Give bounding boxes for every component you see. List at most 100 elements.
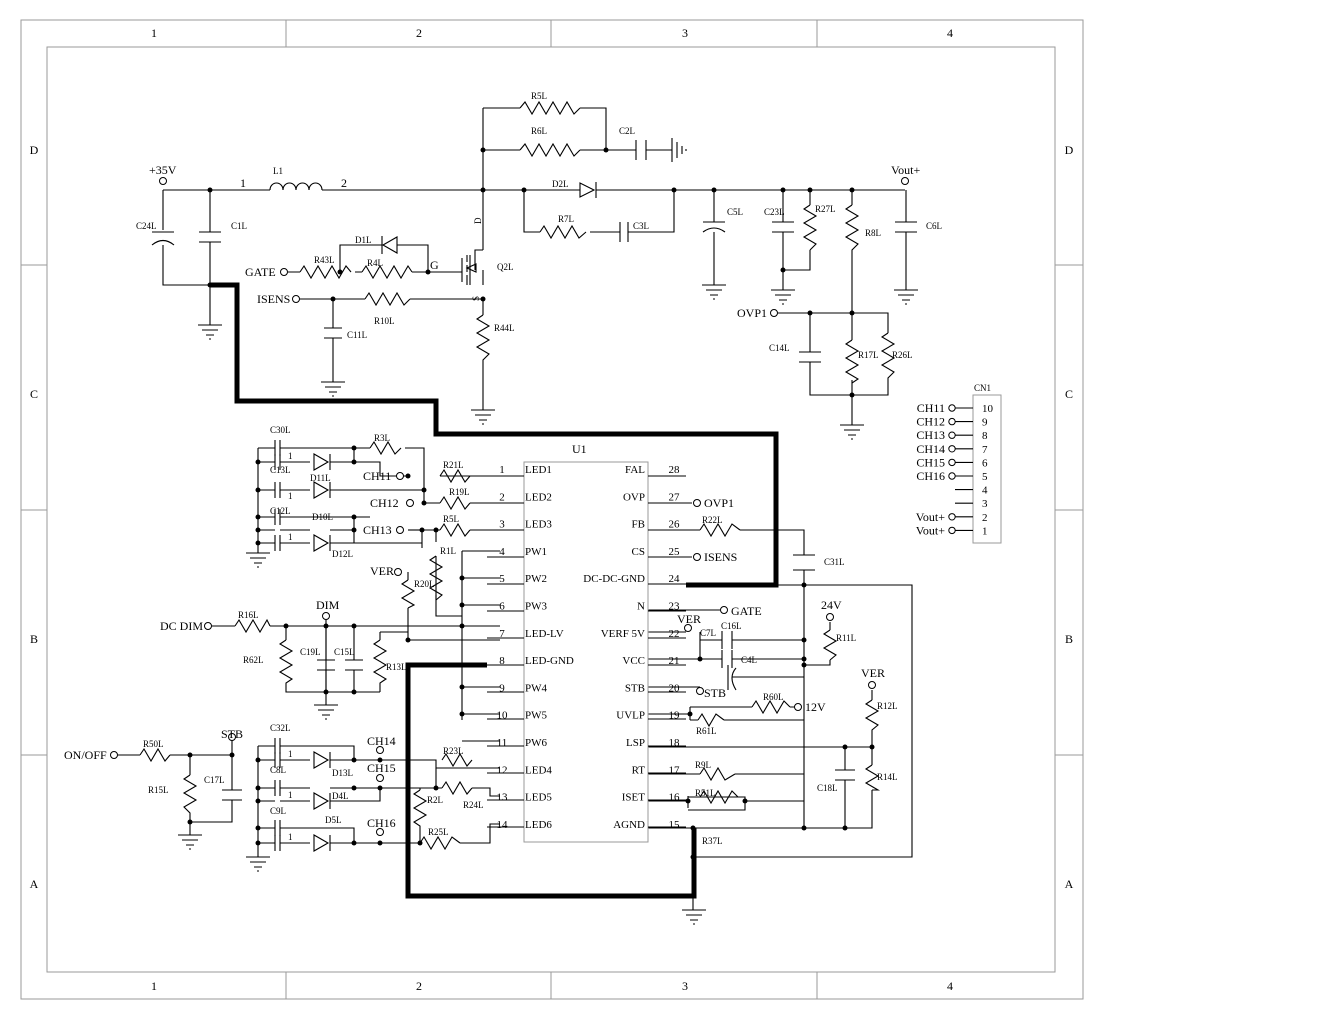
r43l bbox=[299, 264, 352, 280]
r13l bbox=[372, 639, 388, 690]
ref-c18l: C18L bbox=[817, 783, 838, 793]
ic-pin-name: PW6 bbox=[525, 737, 548, 749]
c15l bbox=[345, 659, 363, 671]
r14l bbox=[864, 764, 881, 791]
zone-col-1-bottom: 1 bbox=[151, 979, 157, 993]
gnd-c11l bbox=[321, 381, 345, 397]
net-24v: 24V bbox=[821, 598, 842, 612]
gnd-c1l bbox=[198, 324, 222, 340]
ref-r8l: R8L bbox=[865, 228, 881, 238]
capacitors bbox=[151, 140, 917, 851]
zone-col-1: 1 bbox=[151, 26, 157, 40]
c5l bbox=[702, 221, 726, 233]
net-ver-c: VER bbox=[861, 666, 885, 680]
r51l bbox=[699, 789, 739, 805]
gnd-led-bottom bbox=[246, 856, 270, 872]
cn1-port bbox=[948, 513, 956, 521]
ref-r19l: R19L bbox=[449, 487, 470, 497]
ref-r16l: R16L bbox=[238, 610, 259, 620]
ic-pin-number: 17 bbox=[669, 764, 681, 776]
r15l bbox=[182, 774, 198, 815]
cn1-net-label: CH15 bbox=[916, 455, 945, 469]
drawing-frame bbox=[20, 19, 1084, 1000]
zone-col-3-bottom: 3 bbox=[682, 979, 688, 993]
ic-pin-name: PW5 bbox=[525, 710, 548, 722]
ref-c23l: C23L bbox=[764, 207, 785, 217]
resistors bbox=[139, 100, 896, 851]
ref-r3l: R3L bbox=[374, 433, 390, 443]
net-labels: +35V Vout+ GATE ISENS OVP1 CH11 CH12 CH1… bbox=[64, 163, 920, 830]
ref-r27l: R27L bbox=[815, 204, 836, 214]
ic-pin-number: 4 bbox=[499, 546, 505, 558]
ref-d5l: D5L bbox=[325, 815, 342, 825]
ic-pin-name: LED-GND bbox=[525, 655, 574, 667]
cn1-net-label: Vout+ bbox=[916, 510, 945, 524]
net-gate-b: GATE bbox=[731, 604, 762, 618]
diode-d5l bbox=[313, 834, 331, 852]
diode-d4l bbox=[313, 792, 331, 810]
c6l bbox=[895, 221, 917, 233]
ic-pin-number: 15 bbox=[669, 819, 681, 831]
ref-r10l: R10L bbox=[374, 316, 395, 326]
ref-c12l: C12L bbox=[270, 506, 291, 516]
r62l bbox=[278, 639, 294, 690]
ref-d4l: D4L bbox=[332, 791, 349, 801]
cn1-ref: CN1 bbox=[974, 383, 991, 393]
c11l bbox=[324, 327, 342, 339]
ref-r62l: R62L bbox=[243, 655, 264, 665]
net-isens-b: ISENS bbox=[704, 550, 737, 564]
ic-pin-name: PW2 bbox=[525, 573, 547, 585]
zone-col-4: 4 bbox=[947, 26, 953, 40]
ref-d1l: D1L bbox=[355, 235, 372, 245]
ref-r23l: R23L bbox=[443, 746, 464, 756]
ic-pin-name: RT bbox=[632, 764, 646, 776]
net-ch14: CH14 bbox=[367, 734, 396, 748]
r5l-top bbox=[519, 100, 581, 116]
net-ver-b: VER bbox=[677, 612, 701, 626]
c9l bbox=[274, 820, 281, 836]
ic-pin-name: FB bbox=[632, 519, 645, 531]
ic-pin-number: 6 bbox=[499, 601, 505, 613]
cn1-pin-number: 10 bbox=[982, 403, 994, 415]
q2l-pin-s: S bbox=[471, 296, 481, 301]
net-gate-in: GATE bbox=[245, 265, 276, 279]
ref-r5l-top: R5L bbox=[531, 91, 547, 101]
net-stb-a: STB bbox=[221, 727, 243, 741]
ref-r26l: R26L bbox=[892, 350, 913, 360]
ic-pin-number: 20 bbox=[669, 682, 681, 694]
ic-pin-name: CS bbox=[632, 546, 645, 558]
ic-pin-name: STB bbox=[625, 682, 645, 694]
gnd-dim bbox=[314, 704, 338, 720]
ref-c8l: C8L bbox=[270, 765, 286, 775]
ic-pin-name: DC-DC-GND bbox=[583, 573, 645, 585]
ic-pin-name: VERF 5V bbox=[601, 628, 645, 640]
zone-col-2: 2 bbox=[416, 26, 422, 40]
ic-pin-name: UVLP bbox=[616, 710, 645, 722]
c1l bbox=[199, 231, 221, 243]
ref-c32l: C32L bbox=[270, 723, 291, 733]
ic-pin-name: PW3 bbox=[525, 601, 548, 613]
zone-col-3: 3 bbox=[682, 26, 688, 40]
ref-r2l: R2L bbox=[427, 795, 443, 805]
ref-c2l: C2L bbox=[619, 126, 635, 136]
ic-pin-number: 27 bbox=[669, 491, 681, 503]
net-12v: 12V bbox=[805, 700, 826, 714]
gnd-c23l bbox=[771, 289, 795, 305]
cn1-port bbox=[948, 431, 956, 439]
net-dcdim: DC DIM bbox=[160, 619, 203, 633]
net-ovp1-in: OVP1 bbox=[737, 306, 767, 320]
gnd-onoff bbox=[178, 834, 202, 850]
c4l bbox=[731, 667, 737, 691]
zone-row-d: D bbox=[30, 143, 39, 157]
ref-r11l: R11L bbox=[836, 633, 856, 643]
r23l-body bbox=[441, 752, 473, 768]
ref-d2l: D2L bbox=[552, 179, 569, 189]
ic-pin-number: 23 bbox=[669, 601, 681, 613]
ic-pin-name: LED-LV bbox=[525, 628, 564, 640]
gnd-c5l bbox=[702, 284, 726, 300]
ref-r61l: R61L bbox=[696, 726, 717, 736]
diode-d13l bbox=[313, 751, 331, 769]
cn1-pin-number: 1 bbox=[982, 525, 988, 537]
cn1-pin-number: 9 bbox=[982, 417, 988, 429]
